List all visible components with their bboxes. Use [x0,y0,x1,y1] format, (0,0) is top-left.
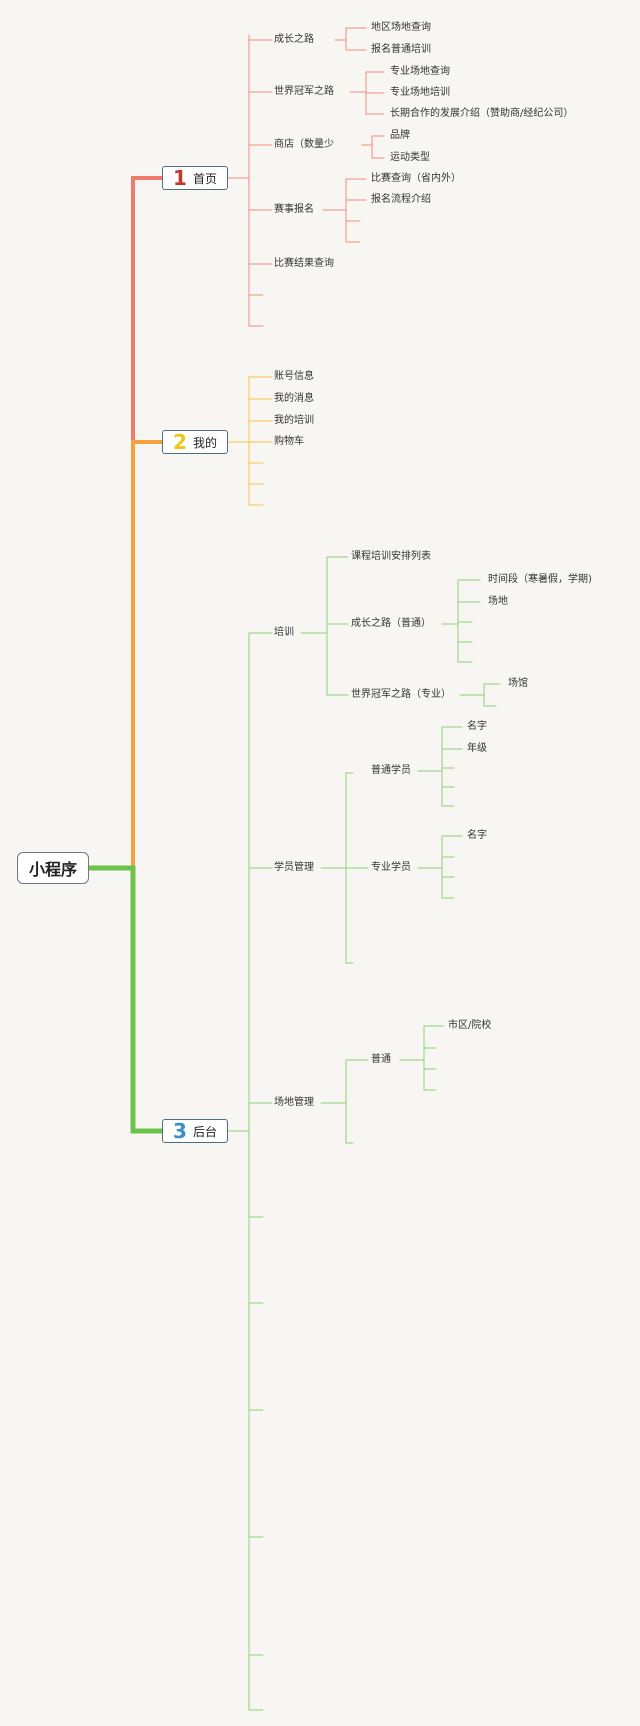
topic-admin-students-pro-name[interactable]: 名字 [467,830,487,841]
topic-admin-training[interactable]: 培训 [274,627,294,638]
topic-home-champion-training[interactable]: 专业场地培训 [390,87,450,98]
topic-admin-venues-normal-district[interactable]: 市区/院校 [448,1020,492,1031]
topic-mine-training[interactable]: 我的培训 [274,415,314,426]
topic-home-growth-venue-query[interactable]: 地区场地查询 [371,22,431,33]
topic-home-signup[interactable]: 赛事报名 [274,204,314,215]
topic-home-growth-training-signup[interactable]: 报名普通培训 [371,44,431,55]
branch-number-2: 2 [173,430,187,454]
branch-mine[interactable]: 2 我的 [162,430,228,454]
topic-admin-students-normal-grade[interactable]: 年级 [467,743,487,754]
topic-admin-training-champion[interactable]: 世界冠军之路（专业） [351,689,451,700]
topic-admin-training-champion-arena[interactable]: 场馆 [508,678,528,689]
topic-admin-students-normal-name[interactable]: 名字 [467,721,487,732]
branch-label-mine: 我的 [192,435,217,450]
topic-admin-training-growth[interactable]: 成长之路（普通） [351,618,431,629]
topic-home-growth[interactable]: 成长之路 [274,34,314,45]
topic-admin-students[interactable]: 学员管理 [274,862,314,873]
topic-home-champion[interactable]: 世界冠军之路 [274,86,334,97]
branch-home[interactable]: 1 首页 [162,166,228,190]
topic-admin-training-growth-period[interactable]: 时间段（寒暑假，学期) [488,574,592,585]
topic-admin-students-normal[interactable]: 普通学员 [371,765,411,776]
topic-admin-training-growth-venue[interactable]: 场地 [488,596,508,607]
topic-home-shop[interactable]: 商店（数量少 [274,139,334,150]
topic-home-champion-partners[interactable]: 长期合作的发展介绍（赞助商/经纪公司） [390,108,574,119]
root-node[interactable]: 小程序 [17,852,89,884]
topic-home-shop-sport-type[interactable]: 运动类型 [390,152,430,163]
topic-home-signup-process[interactable]: 报名流程介绍 [371,194,431,205]
branch-label-home: 首页 [192,171,217,186]
topic-home-results[interactable]: 比赛结果查询 [274,258,334,269]
topic-mine-messages[interactable]: 我的消息 [274,393,314,404]
branch-number-3: 3 [173,1119,187,1143]
topic-mine-cart[interactable]: 购物车 [274,436,304,447]
branch-number-1: 1 [173,166,187,190]
branch-admin[interactable]: 3 后台 [162,1119,228,1143]
branch-label-admin: 后台 [192,1124,217,1139]
topic-home-signup-match-query[interactable]: 比赛查询（省内外） [371,173,461,184]
topic-admin-venues-normal[interactable]: 普通 [371,1054,391,1065]
topic-admin-venues[interactable]: 场地管理 [274,1097,314,1108]
topic-home-shop-brand[interactable]: 品牌 [390,130,410,141]
topic-admin-training-schedule[interactable]: 课程培训安排列表 [351,551,431,562]
topic-admin-students-pro[interactable]: 专业学员 [371,862,411,873]
topic-home-champion-venue-query[interactable]: 专业场地查询 [390,66,450,77]
topic-mine-account[interactable]: 账号信息 [274,371,314,382]
